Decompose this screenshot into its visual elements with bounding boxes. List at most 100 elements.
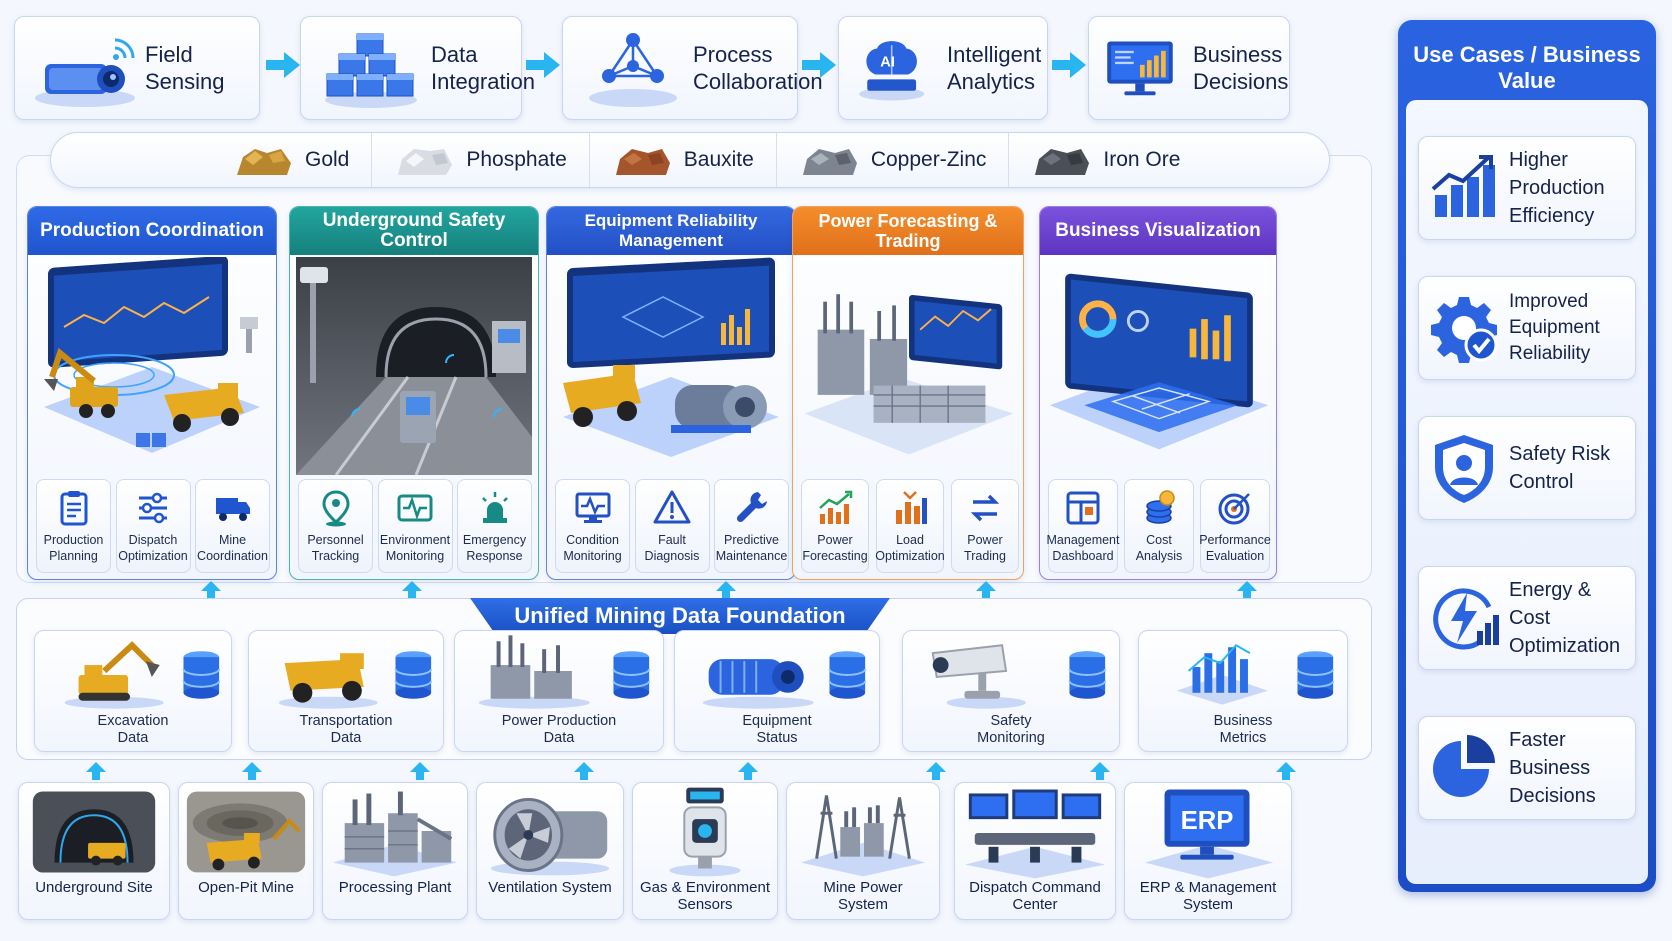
sub-production-planning: Production Planning <box>36 479 111 573</box>
source-underground-site: Underground Site <box>18 782 170 920</box>
use-case-energy-cost-optimization: Energy & Cost Optimization <box>1418 566 1636 670</box>
sub-personnel-tracking: Personnel Tracking <box>298 479 373 573</box>
pie-chart-icon <box>1433 735 1495 797</box>
sub-management-dashboard: Management Dashboard <box>1046 479 1120 573</box>
growth-chart-icon <box>1431 155 1495 217</box>
ore-gold: Gold <box>211 133 371 187</box>
sub-label: Dispatch Optimization <box>118 533 188 563</box>
erp-badge: ERP <box>1181 807 1234 835</box>
source-label: Dispatch Command Center <box>969 879 1101 913</box>
sub-label: Cost Analysis <box>1135 533 1183 563</box>
erp-icon: ERP <box>1144 789 1274 879</box>
sub-label: Performance Evaluation <box>1199 533 1271 563</box>
gold-ore-icon <box>237 149 291 175</box>
source-label: Mine Power System <box>823 879 903 913</box>
data-safety-monitoring: Safety Monitoring <box>902 630 1120 752</box>
source-open-pit-mine: Open-Pit Mine <box>178 782 314 920</box>
power-scene-illustration <box>804 294 1014 455</box>
sub-power-forecasting: Power Forecasting <box>801 479 869 573</box>
source-gas-environment-sensors: Gas & Environment Sensors <box>632 782 778 920</box>
ore-copper-zinc: Copper-Zinc <box>775 133 1009 187</box>
up-arrow-icon <box>1090 762 1110 780</box>
dump-truck-icon <box>278 651 433 709</box>
metrics-icon <box>1176 643 1335 705</box>
copper-zinc-ore-icon <box>802 149 857 175</box>
iron-ore-icon <box>1035 149 1090 175</box>
plant-icon <box>332 791 458 877</box>
sub-cost-analysis: Cost Analysis <box>1124 479 1194 573</box>
equipment-scene-illustration <box>563 257 779 457</box>
gear-check-icon <box>1431 297 1498 363</box>
camera-sensor-icon <box>35 38 135 107</box>
fan-icon <box>490 797 610 876</box>
use-case-higher-production-efficiency: Higher Production Efficiency <box>1418 136 1636 240</box>
data-label: Transportation Data <box>299 713 393 746</box>
monitor-pulse-icon <box>575 492 610 523</box>
use-case-safety-risk-control: Safety Risk Control <box>1418 416 1636 520</box>
sub-label: Personnel Tracking <box>307 533 364 563</box>
pipeline-label: Data Integration <box>431 42 535 94</box>
up-arrow-icon <box>86 762 106 780</box>
sub-label: Emergency Response <box>462 533 527 563</box>
source-label: ERP & Management System <box>1139 879 1277 913</box>
data-transportation: Transportation Data <box>248 630 444 752</box>
production-scene-illustration <box>44 257 260 453</box>
source-dispatch-command-center: Dispatch Command Center <box>954 782 1116 920</box>
data-excavation: Excavation Data <box>34 630 232 752</box>
source-ventilation-system: Ventilation System <box>476 782 624 920</box>
underground-scene-illustration <box>296 257 532 475</box>
sub-predictive-maintenance: Predictive Maintenance <box>714 479 789 573</box>
sub-label: Predictive Maintenance <box>715 533 788 563</box>
data-power-production: Power Production Data <box>454 630 664 752</box>
truck-icon <box>215 498 250 521</box>
up-arrow-icon <box>738 762 758 780</box>
location-pin-icon <box>321 490 350 527</box>
pipeline-step-field-sensing: Field Sensing <box>14 16 260 120</box>
data-label: Excavation Data <box>97 713 169 746</box>
ore-phosphate: Phosphate <box>371 133 588 187</box>
dashboard-icon <box>1066 491 1100 525</box>
sub-label: Management Dashboard <box>1046 533 1120 563</box>
sub-label: Power Forecasting <box>802 533 868 563</box>
sub-dispatch-optimization: Dispatch Optimization <box>115 479 191 573</box>
panel-title: Production Coordination <box>28 207 276 255</box>
ore-name: Bauxite <box>683 148 754 171</box>
sub-label: Load Optimization <box>875 533 945 563</box>
gas-sensor-icon <box>669 787 741 877</box>
ore-name: Gold <box>305 148 350 171</box>
ore-iron-ore: Iron Ore <box>1008 133 1202 187</box>
use-case-improved-equipment-reliability: Improved Equipment Reliability <box>1418 276 1636 380</box>
panel-title: Power Forecasting & Trading <box>793 207 1023 255</box>
data-label: Safety Monitoring <box>977 713 1045 746</box>
use-case-label: Higher Production Efficiency <box>1509 149 1605 227</box>
cubes-icon <box>325 33 417 108</box>
energy-icon <box>1433 588 1499 650</box>
bauxite-ore-icon <box>615 149 670 175</box>
cctv-icon <box>931 644 1107 709</box>
ore-name: Iron Ore <box>1103 148 1181 171</box>
ore-name: Copper-Zinc <box>870 148 987 171</box>
panel-title: Equipment Reliability Management <box>547 207 795 255</box>
sub-mine-coordination: Mine Coordination <box>195 479 270 573</box>
pipeline-label: Intelligent Analytics <box>947 42 1042 94</box>
sub-fault-diagnosis: Fault Diagnosis <box>634 479 710 573</box>
up-arrow-icon <box>976 581 996 599</box>
clipboard-icon <box>60 491 87 526</box>
panel-production-coordination: Production Coordination Production Plann… <box>27 206 277 580</box>
use-cases-title: Use Cases / Business Value <box>1413 42 1641 93</box>
up-arrow-icon <box>410 762 430 780</box>
source-label: Underground Site <box>35 879 153 896</box>
source-label: Ventilation System <box>488 879 612 896</box>
tunnel-icon <box>32 791 156 873</box>
use-case-label: Improved Equipment Reliability <box>1509 291 1600 364</box>
up-arrow-icon <box>716 581 736 599</box>
bar-chart-icon <box>896 491 927 524</box>
sub-emergency-response: Emergency Response <box>457 479 532 573</box>
up-arrow-icon <box>1276 762 1296 780</box>
open-pit-icon <box>186 791 306 873</box>
panel-title: Underground Safety Control <box>290 207 538 255</box>
ore-type-strip: Gold Phosphate Bauxite Copper-Zinc Iron … <box>50 132 1330 188</box>
wrench-icon <box>736 492 767 523</box>
use-case-label: Faster Business Decisions <box>1509 729 1596 807</box>
pipeline-label: Business Decisions <box>1193 42 1289 94</box>
